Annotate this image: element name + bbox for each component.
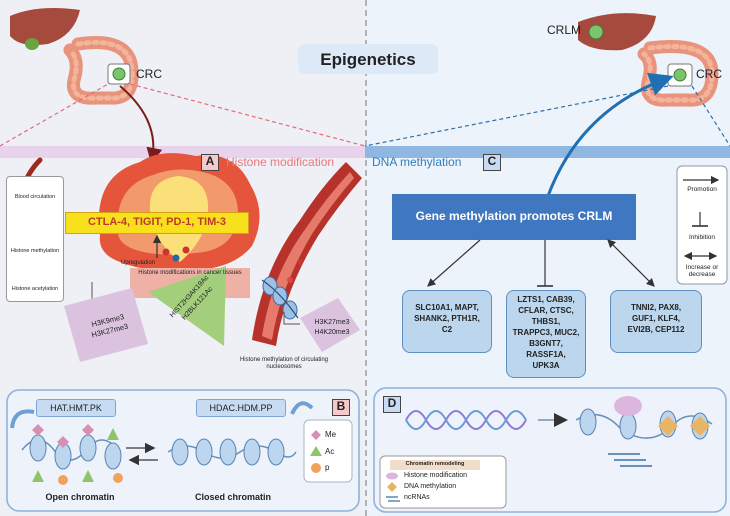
increase-or-decrease-label: Increase or decrease [685, 264, 719, 279]
main-box-label: Gene methylation promotes CRLM [415, 209, 613, 223]
me-label: Me [325, 430, 337, 439]
closed-chromatin-label: Closed chromatin [194, 492, 271, 502]
panel-a-legend-box [6, 176, 64, 302]
promotion-label: Promotion [687, 186, 717, 193]
panel-c-band [365, 146, 730, 158]
panel-a-letter-box [201, 154, 219, 171]
panel-b-letter-box [332, 399, 350, 416]
gene-box-2-line-4: TRAPPC3, MUC2, [512, 328, 580, 337]
promotion-arrow [427, 239, 481, 287]
panel-c-heading: DNA methylation [372, 155, 462, 169]
gene-box-promoted [402, 290, 492, 353]
upregulation-label: Upregulation [121, 260, 156, 266]
methylation-diamond [64, 288, 148, 362]
gene-box-2-line-5: B3GNT7, [529, 339, 563, 348]
gene-box-3-line-2: GUF1, KLF4, [631, 314, 680, 323]
dna-methylation-icon [387, 482, 397, 492]
histone-methylation-label: Histone methylation [10, 248, 60, 254]
me-icon [311, 430, 321, 440]
gene-box-1-line-3: C2 [441, 325, 453, 334]
gene-box-2-line-3: THBS1, [531, 317, 561, 326]
bidirectional-arrow [607, 239, 655, 287]
tumor-left-icon [112, 67, 126, 81]
circulating-methylation-diamond [300, 298, 360, 352]
connector-circulating [283, 312, 300, 325]
zoom-line-right-b [691, 85, 730, 147]
arrow-to-tumor [119, 85, 163, 164]
crc-left-label: CRC [136, 67, 162, 81]
panel-a-letter: A [205, 154, 215, 168]
histone-acetylation-label: Histone acetylation [11, 286, 59, 292]
p-label: p [325, 463, 330, 472]
open-chromatin-illustration [21, 424, 123, 485]
acetylation-triangle [148, 266, 226, 346]
erasers-arrow [290, 401, 314, 415]
p-icon [311, 463, 321, 473]
checkpoint-box [65, 212, 249, 234]
circulating-mark-2: H4K20me3 [314, 329, 350, 336]
histone-modification-label: Histone modification [404, 472, 468, 479]
open-chromatin-label: Open chromatin [45, 492, 115, 502]
ncrnas-label: ncRNAs [404, 494, 430, 501]
remodeled-chromatin-illustration [575, 396, 713, 467]
gene-box-3-line-1: TNNI2, PAX8, [630, 303, 682, 312]
writers-arrow [10, 409, 35, 429]
colon-left-icon [63, 36, 139, 105]
gene-box-2-line-6: RASSF1A, [526, 350, 566, 359]
checkpoint-label: CTLA-4, TIGIT, PD-1, TIM-3 [87, 216, 227, 228]
panel-a-heading: Histone modification [226, 155, 335, 169]
zoom-line-left-b [129, 83, 366, 147]
ac-icon [310, 446, 322, 456]
panel-d-letter-box [383, 396, 401, 413]
panel-a-band [0, 146, 365, 158]
gene-box-2-line-7: UPK3A [532, 361, 560, 370]
panel-d-legend-title-bg [390, 460, 480, 470]
gene-box-3-line-3: EVI2B, CEP112 [627, 325, 685, 334]
gene-box-inhibited [506, 290, 586, 378]
gene-box-bidirectional [610, 290, 702, 353]
erasers-label: HDAC.HDM.PP [209, 403, 273, 413]
panel-d-letter: D [387, 396, 397, 410]
tumor-right-icon [673, 68, 687, 82]
panel-c-letter: C [487, 154, 497, 168]
histone-modification-icon [386, 472, 398, 480]
circulating-label: Histone methylation of circulating nucle… [239, 357, 329, 370]
gene-box-1-line-2: SHANK2, PTH1R, [414, 314, 480, 323]
closed-chromatin-illustration [167, 438, 297, 466]
circulating-mark-1: H3K27me3 [314, 319, 350, 326]
liver-right-icon [578, 13, 656, 51]
panel-b-letter: B [336, 399, 346, 413]
panel-c-letter-box [483, 154, 501, 171]
blood-circulation-label: Blood circulation [14, 194, 56, 200]
chromatin-switch-arrows [126, 442, 158, 466]
main-box [392, 194, 636, 240]
writers-box [36, 399, 116, 417]
inhibition-label: Inhibition [688, 234, 716, 241]
crc-right-label: CRC [696, 67, 722, 81]
ac-label: Ac [325, 447, 335, 456]
gene-box-1-line-1: SLC10A1, MAPT, [415, 303, 479, 312]
title-box [298, 44, 438, 74]
liver-left-icon [10, 8, 80, 50]
ncrnas-icon [386, 496, 400, 502]
figure-title: Epigenetics [320, 50, 416, 69]
arrow-to-liver [546, 72, 674, 197]
chromatin-remodeling-title: Chromatin remodeling [405, 461, 465, 467]
tissue-label: Histone modifications in cancer tissues [138, 270, 242, 276]
dna-helix-illustration [405, 410, 527, 430]
zoom-line-right-a [364, 85, 669, 147]
writers-label: HAT.HMT.PK [50, 403, 102, 413]
crlm-label: CRLM [547, 23, 582, 37]
gene-box-2-line-2: CFLAR, CTSC, [518, 306, 574, 315]
gene-box-2-line-1: LZTS1, CAB39, [517, 295, 575, 304]
circulating-nucleosomes [261, 276, 299, 320]
erasers-box [196, 399, 286, 417]
dna-methylation-label: DNA methylation [404, 483, 457, 490]
